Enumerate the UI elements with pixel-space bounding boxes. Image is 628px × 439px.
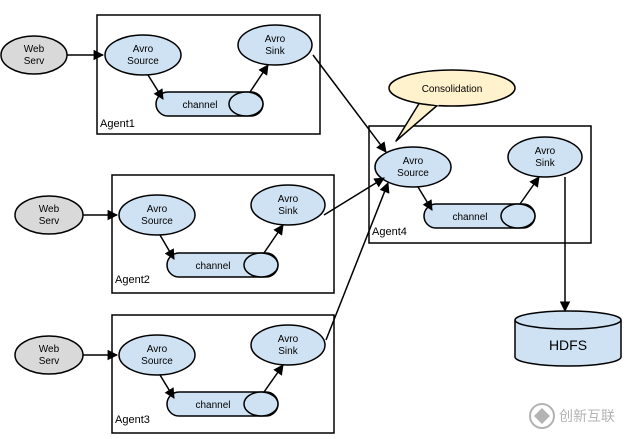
watermark: 创新互联 — [529, 403, 615, 429]
agent4-avro-source: Avro Source — [374, 146, 452, 188]
agent3-avro-source: Avro Source — [118, 334, 196, 376]
agent1-sink-line2: Sink — [265, 46, 285, 57]
agent2-label: Agent2 — [115, 274, 150, 286]
consolidation-label: Consolidation — [422, 84, 483, 95]
agent2-source-line1: Avro — [147, 204, 168, 215]
arrow-agent3-channel-to-sink — [263, 364, 284, 393]
agent2-channel-label: channel — [195, 261, 230, 272]
agent1-label: Agent1 — [100, 118, 135, 130]
agent2-box — [111, 174, 335, 294]
agent3-avro-sink: Avro Sink — [250, 324, 326, 366]
agent1-sink-line1: Avro — [265, 34, 286, 45]
arrow-agent2-sink-to-agent4-source — [323, 177, 385, 216]
agent4-channel-label: channel — [452, 212, 487, 223]
agent2-sink-line1: Avro — [278, 194, 299, 205]
web-serv-2-line2: Serv — [39, 216, 60, 227]
agent3-channel-label: channel — [195, 400, 230, 411]
web-serv-1-line1: Web — [24, 44, 45, 55]
agent3-channel: channel — [166, 391, 279, 417]
agent1-channel: channel — [155, 91, 264, 117]
arrow-agent1-sink-to-agent4-source — [312, 54, 387, 153]
agent4-box — [368, 125, 592, 244]
agent4-source-line1: Avro — [403, 156, 424, 167]
watermark-text: 创新互联 — [559, 409, 615, 425]
agent4-source-line2: Source — [397, 168, 429, 179]
arrow-agent2-channel-to-sink — [263, 224, 284, 254]
arrow-agent2-source-to-channel — [159, 234, 175, 260]
arrow-agent4-channel-to-sink — [519, 176, 540, 205]
web-serv-1-line2: Serv — [24, 56, 45, 67]
web-serv-3-line2: Serv — [39, 356, 60, 367]
arrow-agent3-sink-to-agent4-source — [325, 182, 390, 341]
agent3-label: Agent3 — [115, 414, 150, 426]
agent3-source-line2: Source — [141, 356, 173, 367]
watermark-logo-icon — [529, 403, 555, 429]
agent4-sink-line1: Avro — [535, 146, 556, 157]
agent3-sink-line1: Avro — [278, 334, 299, 345]
agent2-channel: channel — [166, 252, 279, 278]
arrow-agent1-channel-to-sink — [249, 64, 269, 93]
agent1-source-line1: Avro — [133, 44, 154, 55]
web-serv-1: Web Serv — [0, 35, 68, 75]
agent2-sink-line2: Sink — [278, 206, 298, 217]
hdfs-label: HDFS — [549, 337, 587, 353]
consolidation-callout: Consolidation — [388, 69, 516, 142]
agent4-avro-sink: Avro Sink — [507, 136, 583, 178]
agent4-channel: channel — [423, 203, 536, 229]
agent4-label: Agent4 — [372, 226, 407, 238]
agent3-source-line1: Avro — [147, 344, 168, 355]
agent2-source-line2: Source — [141, 216, 173, 227]
agent2-avro-sink: Avro Sink — [250, 184, 326, 226]
agent2-avro-source: Avro Source — [118, 194, 196, 236]
agent3-box — [111, 314, 335, 434]
hdfs-storage: HDFS — [514, 310, 622, 367]
agent3-sink-line2: Sink — [278, 346, 298, 357]
arrow-agent3-source-to-channel — [159, 374, 175, 399]
web-serv-2: Web Serv — [14, 195, 84, 235]
agent1-avro-sink: Avro Sink — [237, 24, 313, 66]
agent1-box — [96, 14, 321, 135]
arrow-agent4-source-to-channel — [417, 186, 433, 211]
agent1-channel-label: channel — [182, 100, 217, 111]
agent1-source-line2: Source — [127, 56, 159, 67]
web-serv-3: Web Serv — [14, 335, 84, 375]
agent1-avro-source: Avro Source — [104, 34, 182, 76]
connections — [67, 49, 571, 399]
web-serv-3-line1: Web — [39, 344, 60, 355]
arrow-agent1-source-to-channel — [147, 74, 164, 100]
agent4-sink-line2: Sink — [535, 158, 555, 169]
web-serv-2-line1: Web — [39, 204, 60, 215]
